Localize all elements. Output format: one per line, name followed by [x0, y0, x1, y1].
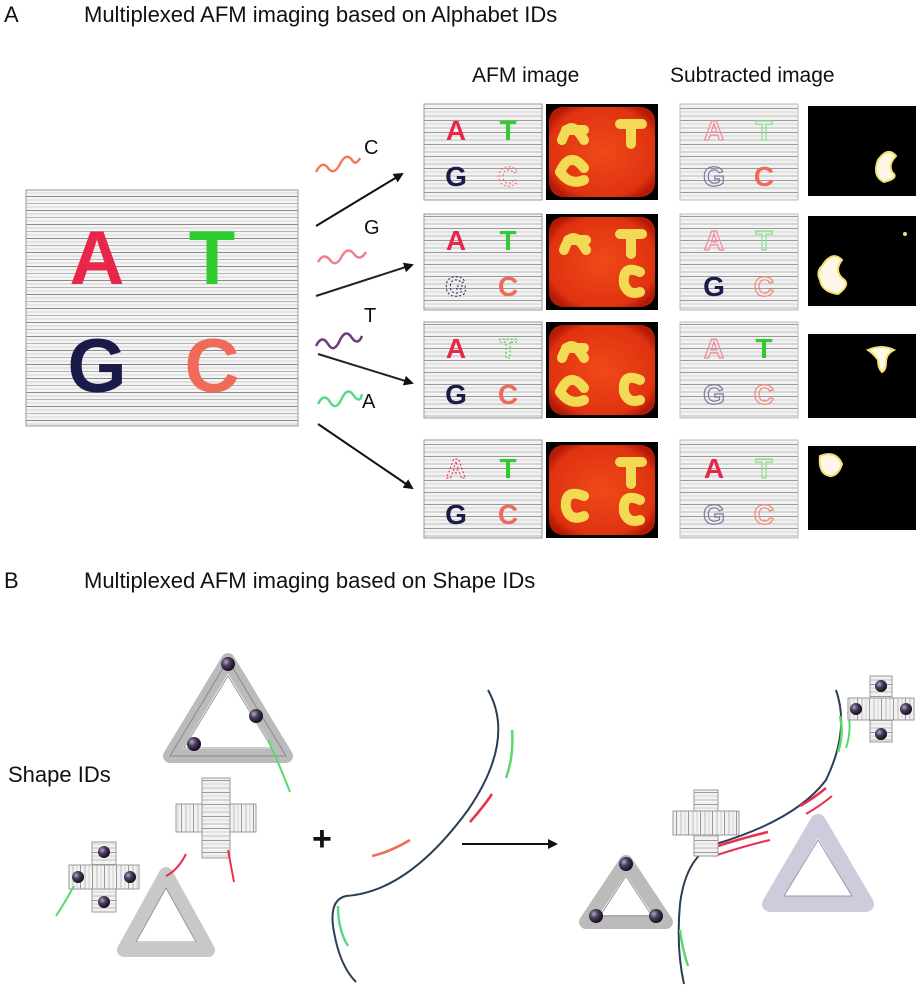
probe-t-strand [314, 332, 364, 350]
svg-text:G: G [445, 161, 467, 192]
probe-t-label: T [364, 305, 376, 327]
panel-b-label: B [4, 568, 19, 593]
svg-text:T: T [499, 453, 516, 484]
svg-text:A: A [704, 453, 724, 484]
arrow-g [315, 262, 414, 297]
arrow-c [315, 172, 404, 227]
big-letter-t: T [189, 216, 235, 301]
probe-g-label: G [364, 217, 380, 239]
svg-text:T: T [755, 453, 772, 484]
svg-text:A: A [446, 115, 466, 146]
probe-a-label: A [362, 391, 376, 413]
svg-text:C: C [498, 161, 518, 192]
arrow-a [317, 423, 414, 490]
svg-text:A: A [446, 333, 466, 364]
svg-text:C: C [498, 499, 518, 530]
subtracted-image-column-title: Subtracted image [670, 64, 835, 87]
arrow-t [317, 353, 414, 386]
svg-text:T: T [755, 225, 772, 256]
row-a: A T G C A T G C [423, 439, 916, 539]
svg-text:A: A [446, 453, 466, 484]
svg-text:G: G [703, 271, 725, 302]
svg-text:G: G [445, 499, 467, 530]
cross-shape [175, 777, 257, 883]
svg-text:C: C [754, 499, 774, 530]
big-letter-c: C [185, 324, 240, 409]
svg-text:A: A [446, 225, 466, 256]
svg-text:T: T [499, 225, 516, 256]
cross-shape-with-balls [55, 841, 140, 917]
probe-g-strand [316, 249, 368, 265]
panel-a-title: Multiplexed AFM imaging based on Alphabe… [84, 2, 558, 27]
big-letter-a: A [70, 216, 125, 301]
svg-text:G: G [703, 379, 725, 410]
svg-text:G: G [445, 379, 467, 410]
svg-text:C: C [754, 379, 774, 410]
probe-c-strand [314, 155, 362, 173]
row-t: A T G C A T G C [423, 321, 916, 419]
target-strand [331, 689, 514, 983]
svg-text:A: A [704, 115, 724, 146]
probe-c-label: C [364, 137, 378, 159]
triangle-shape [117, 853, 215, 957]
triangle-shape-with-balls [163, 653, 293, 793]
svg-text:G: G [445, 271, 467, 302]
big-origami: A T G C [25, 189, 299, 427]
svg-text:G: G [703, 499, 725, 530]
panel-a-label: A [4, 2, 19, 27]
probe-arrows: C G T A [314, 137, 414, 490]
svg-text:C: C [754, 161, 774, 192]
shape-ids-label: Shape IDs [8, 762, 111, 787]
big-letter-g: G [67, 324, 126, 409]
svg-text:C: C [498, 271, 518, 302]
svg-text:G: G [703, 161, 725, 192]
row-g: A T G C A T G C [423, 213, 916, 311]
svg-text:T: T [755, 333, 772, 364]
panel-b-title: Multiplexed AFM imaging based on Shape I… [84, 568, 536, 593]
svg-text:C: C [754, 271, 774, 302]
probe-a-strand [316, 390, 364, 408]
plus-sign: + [312, 820, 332, 858]
svg-text:A: A [704, 225, 724, 256]
svg-text:T: T [499, 333, 516, 364]
svg-text:T: T [755, 115, 772, 146]
svg-text:T: T [499, 115, 516, 146]
afm-image-column-title: AFM image [472, 64, 580, 87]
product-complex [579, 675, 915, 985]
svg-text:A: A [704, 333, 724, 364]
svg-text:C: C [498, 379, 518, 410]
row-c: A T G C A T G C [423, 103, 916, 201]
